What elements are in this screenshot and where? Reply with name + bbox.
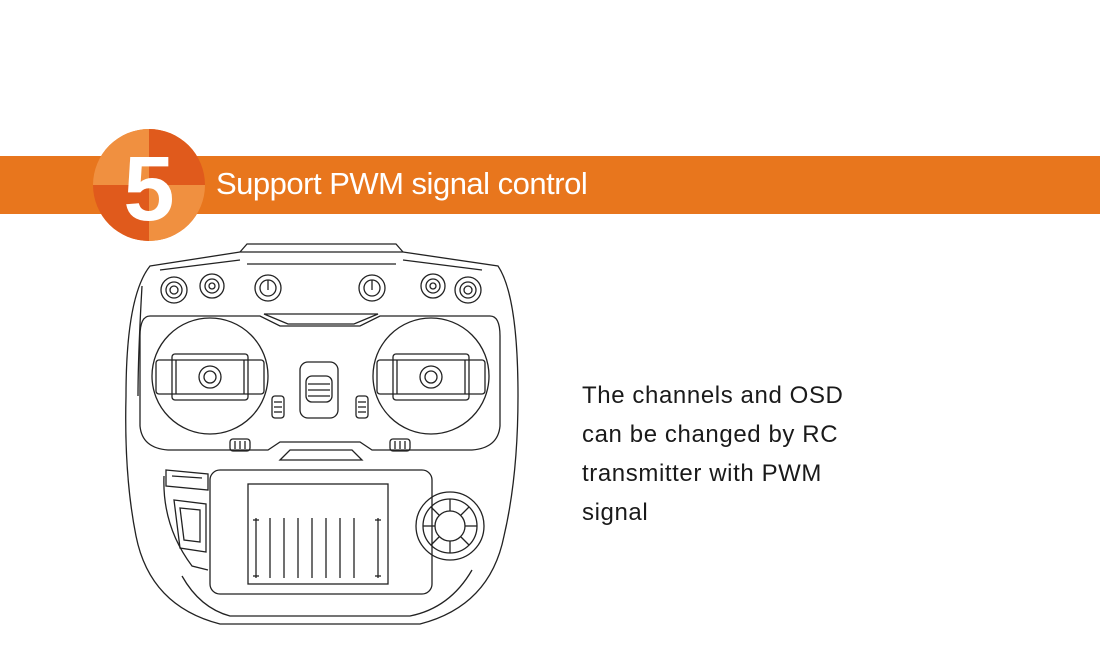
navigation-dial bbox=[415, 491, 485, 561]
description-line: signal bbox=[582, 499, 649, 526]
stick-panel bbox=[139, 315, 501, 451]
carry-handle bbox=[239, 243, 404, 265]
trim-switches bbox=[229, 395, 411, 452]
step-number: 5 bbox=[123, 138, 174, 240]
lcd-screen bbox=[209, 469, 433, 595]
right-stick-gimbal bbox=[372, 317, 490, 435]
transmitter-body bbox=[125, 251, 519, 625]
rc-transmitter-illustration bbox=[125, 243, 519, 625]
top-switches bbox=[160, 273, 482, 304]
step-number-badge: 5 bbox=[93, 129, 205, 241]
feature-description: The channels and OSD can be changed by R… bbox=[582, 376, 912, 532]
left-stick-gimbal bbox=[151, 317, 269, 435]
description-line: The channels and OSD bbox=[582, 382, 844, 409]
section-title: Support PWM signal control bbox=[216, 166, 588, 201]
description-line: transmitter with PWM bbox=[582, 460, 823, 487]
description-line: can be changed by RC bbox=[582, 421, 839, 448]
